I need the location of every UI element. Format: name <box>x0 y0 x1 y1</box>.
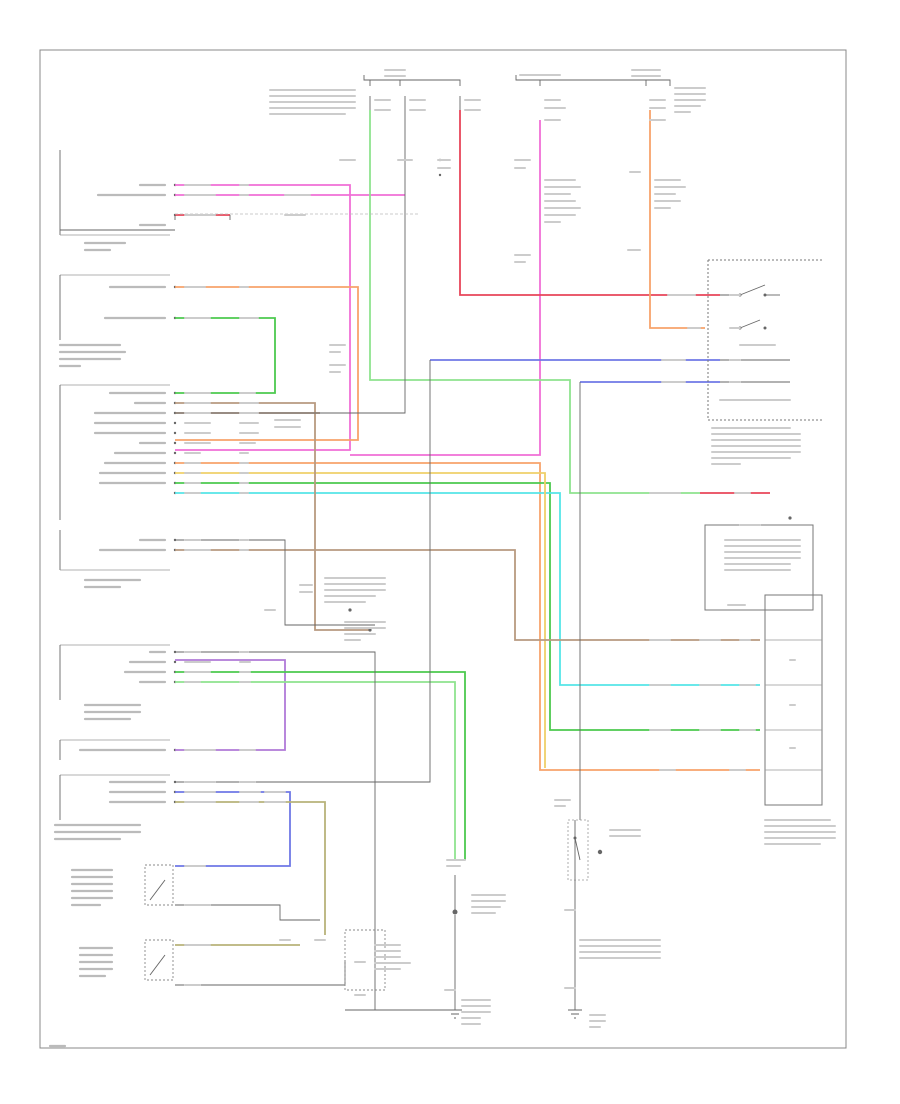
fuse-block-left <box>363 75 461 110</box>
wires <box>60 110 770 1010</box>
ground-splice <box>348 158 442 632</box>
left-connector-groups <box>59 150 170 820</box>
blend-door-actuator <box>764 594 823 806</box>
pressure-sensors <box>144 864 174 981</box>
blower-relay <box>344 875 462 1019</box>
fuse-block-right <box>515 75 671 86</box>
pressure-switch-assembly <box>707 259 822 421</box>
diagram-frame <box>39 49 847 1049</box>
wire-tags <box>184 69 836 1028</box>
left-labels <box>48 183 167 1048</box>
